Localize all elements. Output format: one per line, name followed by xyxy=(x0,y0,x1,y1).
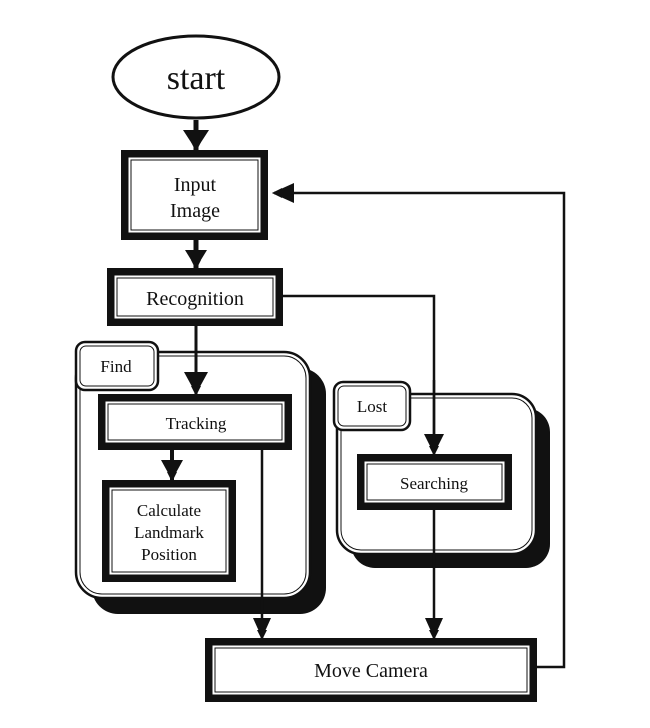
node-move-camera: Move Camera xyxy=(205,638,537,702)
lost-group-panel-inner xyxy=(340,397,533,551)
arrowhead-recognition-to-searching xyxy=(424,434,444,454)
lost-group-label: Lost xyxy=(357,397,388,416)
find-group-label: Find xyxy=(100,357,132,376)
arrowhead-tracking-to-calculate xyxy=(161,460,183,480)
arrowheads xyxy=(161,130,444,638)
arrowhead-searching-to-move-camera xyxy=(425,618,443,638)
recognition-label: Recognition xyxy=(146,288,244,310)
lost-group-tab: Lost xyxy=(332,380,412,432)
node-start: start xyxy=(111,34,281,120)
arrowhead-recognition-to-tracking xyxy=(184,372,208,394)
node-recognition: Recognition xyxy=(107,268,283,326)
tracking-label: Tracking xyxy=(166,414,227,433)
find-group-tab: Find xyxy=(74,340,160,392)
arrowhead-start-to-input xyxy=(183,130,209,150)
node-searching: Searching xyxy=(357,454,512,510)
calculate-label-line1: Calculate xyxy=(137,501,201,520)
edge-move-camera-to-input xyxy=(272,188,566,669)
node-tracking: Tracking xyxy=(98,394,292,450)
input-image-label-line2: Image xyxy=(170,200,220,222)
calculate-label-line3: Position xyxy=(141,545,197,564)
node-input-image: Input Image xyxy=(121,150,268,240)
start-ellipse xyxy=(111,34,281,120)
input-image-label-line1: Input xyxy=(174,174,217,196)
searching-label: Searching xyxy=(400,474,468,493)
calculate-label-line2: Landmark xyxy=(134,523,204,542)
find-group-panel-inner xyxy=(79,355,307,595)
arrowhead-tracking-to-move-camera xyxy=(253,618,271,638)
move-camera-label: Move Camera xyxy=(314,660,428,682)
node-calculate-landmark-position: Calculate Landmark Position xyxy=(102,480,236,582)
arrowhead-move-camera-to-input xyxy=(272,183,294,203)
arrowhead-input-to-recognition xyxy=(185,250,207,268)
start-label: start xyxy=(167,60,226,97)
